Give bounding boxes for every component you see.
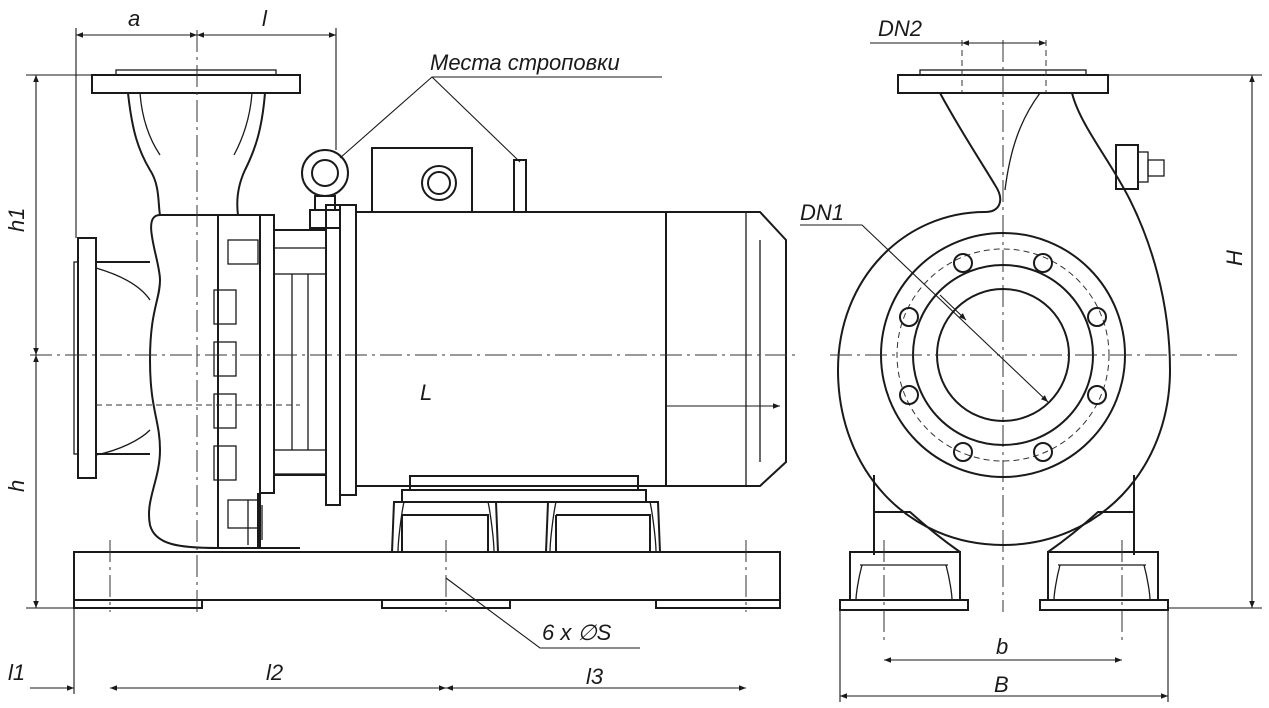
- label-l: l: [262, 6, 268, 31]
- label-l2: l2: [266, 660, 283, 685]
- label-l3: l3: [586, 664, 604, 689]
- terminal-box: [371, 147, 473, 213]
- base-foot-left: [73, 599, 203, 609]
- suction-flange-raised: [73, 261, 79, 455]
- label-l1: l1: [8, 660, 25, 685]
- base-foot-right: [655, 599, 781, 609]
- label-holes: 6 x ∅S: [542, 620, 612, 645]
- label-L: L: [420, 380, 432, 405]
- front-foot-left: [849, 551, 961, 601]
- base-foot-mid: [381, 599, 511, 609]
- discharge-nozzle: [127, 92, 266, 216]
- base-frame: [73, 551, 781, 601]
- lifting-eye-icon: [301, 149, 349, 229]
- discharge-flange-raised: [115, 69, 277, 76]
- label-dn2: DN2: [878, 16, 922, 41]
- discharge-flange: [91, 74, 301, 94]
- motor-foot-left: [390, 501, 500, 553]
- label-slinging: Места строповки: [430, 50, 620, 75]
- label-b: b: [996, 634, 1008, 659]
- label-h1: h1: [4, 208, 29, 232]
- label-h: h: [4, 480, 29, 492]
- label-H: H: [1222, 250, 1247, 266]
- label-B: B: [994, 672, 1009, 697]
- bolt-holes: [899, 253, 1107, 462]
- dimension-labels: a l Места строповки h1 h L 6 x ∅S l1 l2 …: [4, 6, 1247, 697]
- pump-casing: [148, 214, 219, 550]
- motor-foot-right: [544, 501, 662, 553]
- front-foot-right: [1047, 551, 1159, 601]
- side-view: [26, 28, 800, 694]
- front-view: [800, 40, 1262, 702]
- label-dn1: DN1: [800, 200, 844, 225]
- motor-end-cap: [666, 211, 787, 487]
- motor-body: [355, 211, 667, 487]
- suction-flange: [77, 237, 97, 479]
- label-a: a: [128, 6, 140, 31]
- motor-adapter: [273, 229, 327, 476]
